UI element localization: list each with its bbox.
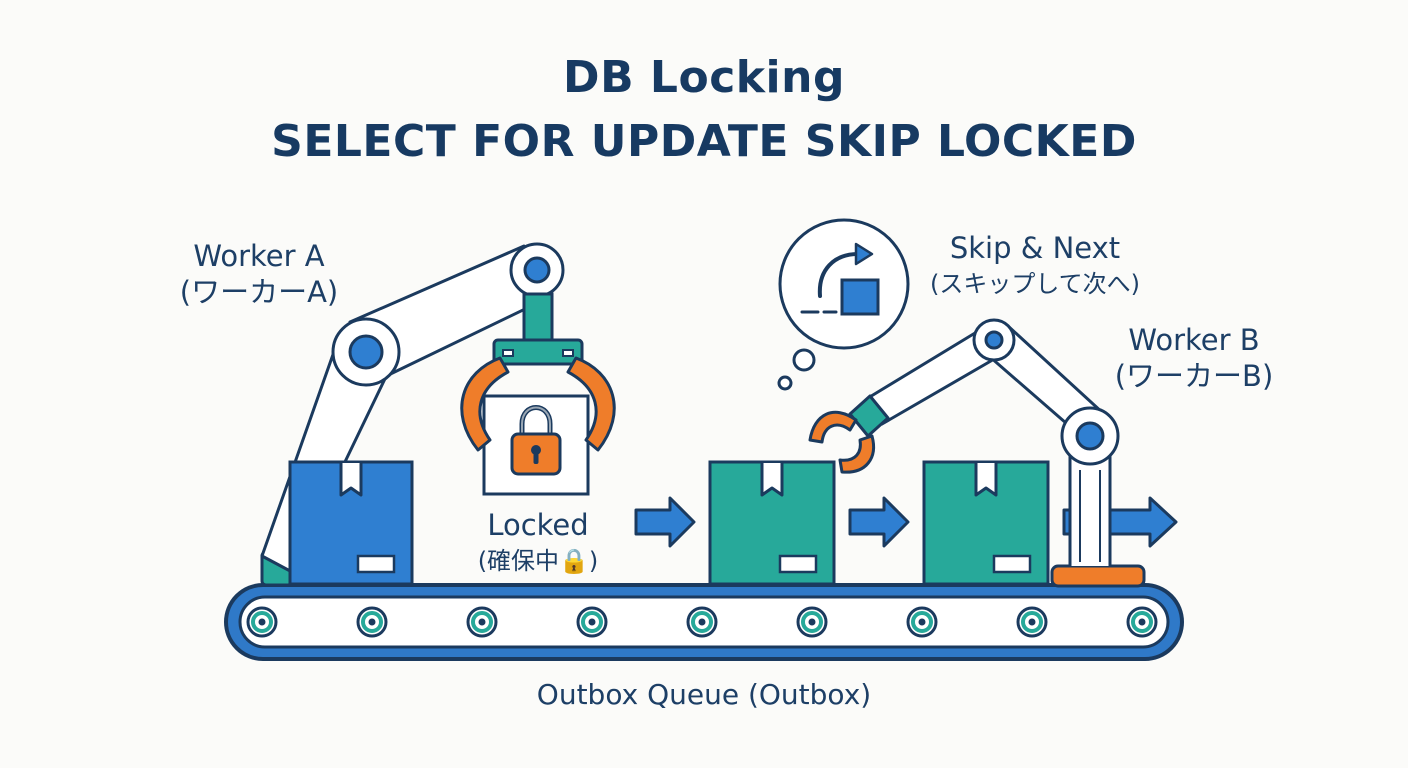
locked-box [460,356,616,496]
roller [796,606,828,638]
roller [576,606,608,638]
roller [466,606,498,638]
worker-a-label: Worker A (ワーカーA) [154,238,364,310]
worker-b-name: Worker B [1128,323,1260,357]
roller [1016,606,1048,638]
roller [356,606,388,638]
roller [686,606,718,638]
roller [906,606,938,638]
claimed-box-blue [288,460,414,586]
worker-a-name: Worker A [193,239,325,273]
worker-b-name-ja: (ワーカーB) [1114,359,1274,393]
worker-a-robot-arm [260,242,584,587]
worker-b-robot-arm [808,318,1146,588]
queued-box-teal-1 [708,460,836,586]
locked-text-ja: (確保中🔒) [477,547,599,575]
skip-label: Skip & Next (スキップして次へ) [902,230,1168,302]
right-arrow-icon [848,496,910,548]
padlock-icon [510,405,562,476]
right-arrow-icon [634,496,696,548]
skip-text: Skip & Next [949,231,1121,265]
worker-b-label: Worker B (ワーカーB) [1084,322,1304,394]
roller [246,606,278,638]
diagram-title-line-2: SELECT FOR UPDATE SKIP LOCKED [271,116,1137,167]
skip-text-ja: (スキップして次へ) [929,270,1140,298]
diagram-title-line-1: DB Locking [563,52,845,103]
skip-arrow-icon [800,242,880,316]
locked-label: Locked (確保中🔒) [454,507,622,579]
worker-a-name-ja: (ワーカーA) [179,275,339,309]
skip-thought-bubble [777,218,910,391]
roller [1126,606,1158,638]
locked-text: Locked [487,508,589,542]
queued-box-teal-2 [922,460,1050,586]
outbox-queue-label: Outbox Queue (Outbox) [536,678,872,711]
